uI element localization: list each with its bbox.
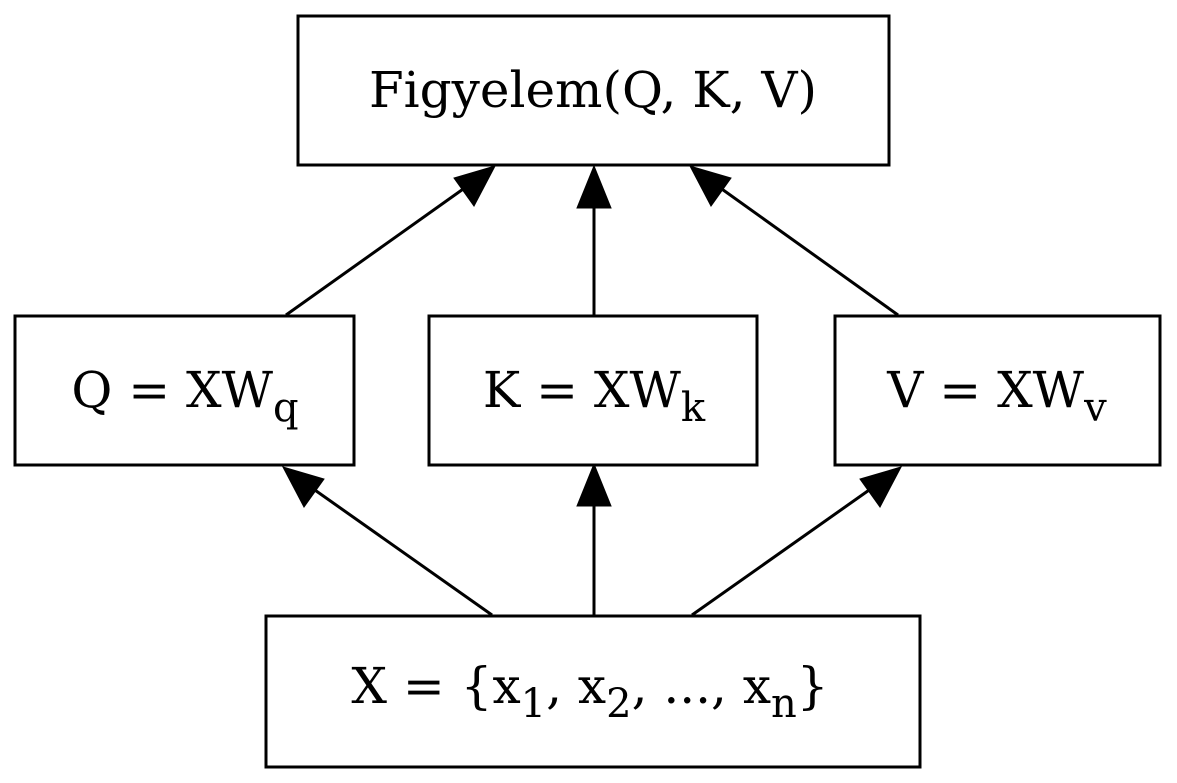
node-value-prefix: V = XW (886, 361, 1084, 419)
node-attention: Figyelem(Q, K, V) (296, 14, 891, 167)
node-query-subscript: q (273, 385, 299, 431)
node-value-box (833, 314, 1162, 467)
node-input-sub2: 2 (606, 681, 631, 727)
node-input: X = {x1, x2, ..., xn} (264, 614, 922, 769)
node-key-prefix: K = XW (483, 361, 682, 419)
node-input-sub3: n (771, 681, 797, 727)
node-key-subscript: k (681, 385, 706, 431)
node-input-part2: , x (546, 657, 606, 715)
edge-query-to-attention (285, 165, 496, 317)
node-value-subscript: v (1083, 385, 1107, 431)
node-input-part3: , ..., x (632, 657, 771, 715)
node-query: Q = XWq (13, 314, 356, 467)
node-key: K = XWk (427, 314, 759, 467)
node-attention-label: Figyelem(Q, K, V) (369, 61, 817, 119)
edge-input-to-value (691, 466, 902, 617)
arrowhead-icon (859, 466, 902, 508)
node-query-box (13, 314, 356, 467)
node-query-prefix: Q = XW (71, 361, 273, 419)
edge-value-to-attention (689, 165, 899, 317)
node-value-label: V = XWv (886, 361, 1107, 431)
node-attention-box (296, 14, 891, 167)
node-input-box (264, 614, 922, 769)
edge-input-to-key (576, 462, 612, 615)
node-input-label: X = {x1, x2, ..., xn} (351, 657, 828, 727)
arrowhead-icon (576, 164, 612, 209)
node-value: V = XWv (833, 314, 1162, 467)
arrowhead-icon (689, 165, 732, 207)
arrowhead-icon (282, 466, 325, 508)
arrowhead-icon (453, 165, 496, 207)
edge-key-to-attention (576, 164, 612, 315)
node-key-box (427, 314, 759, 467)
node-input-sub1: 1 (521, 681, 546, 727)
node-query-label: Q = XWq (71, 361, 298, 431)
node-key-label: K = XWk (483, 361, 706, 431)
edge-input-to-query (282, 466, 493, 617)
arrowhead-icon (576, 462, 612, 507)
node-input-part4: } (797, 657, 829, 715)
node-input-part1: X = {x (351, 657, 520, 715)
